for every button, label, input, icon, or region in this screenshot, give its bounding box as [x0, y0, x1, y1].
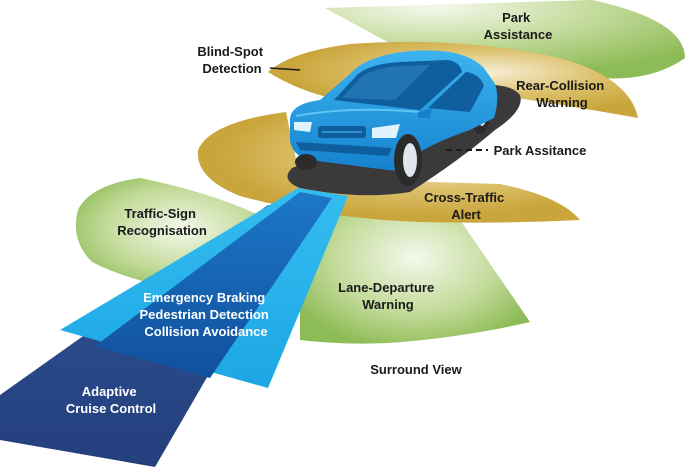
emergency-braking-label: Emergency Braking Pedestrian Detection C…	[140, 290, 273, 339]
blind-spot-leader	[269, 67, 301, 71]
park-assistance-zone	[325, 0, 685, 79]
car	[290, 50, 498, 186]
collision-beam-inner	[95, 192, 332, 378]
blind-spot-label: Blind-Spot Detection	[197, 44, 266, 76]
park-assitance-side-label: Park Assitance	[494, 143, 587, 158]
rear-collision-label: Rear-Collision Warning	[516, 78, 608, 110]
adaptive-cruise-label: Adaptive Cruise Control	[66, 384, 156, 416]
lane-departure-label: Lane-Departure Warning	[338, 280, 438, 312]
traffic-sign-label: Traffic-Sign Recognisation	[117, 206, 207, 238]
lane-departure-zone	[300, 188, 530, 344]
cross-traffic-label: Cross-Traffic Alert	[424, 190, 508, 222]
surround-view-label: Surround View	[370, 362, 462, 377]
park-assistance-top-label: Park Assistance	[484, 10, 553, 42]
